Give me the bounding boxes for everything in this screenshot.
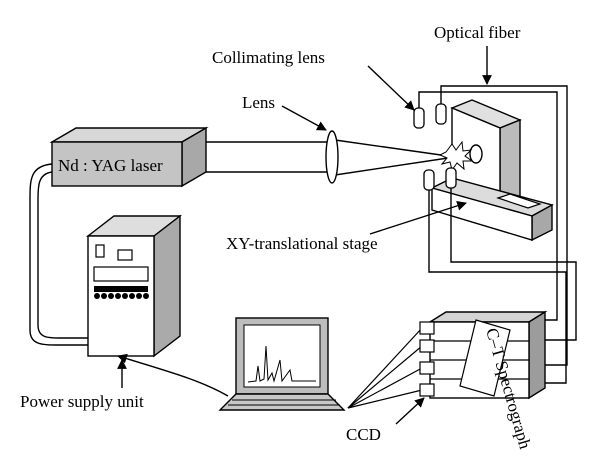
lens-label: Lens <box>242 93 275 112</box>
power-supply-cabinet-icon <box>85 214 183 358</box>
collimating-lens-label: Collimating lens <box>212 48 325 67</box>
laser-beam <box>206 139 449 176</box>
laser-power-cable-inner <box>37 171 88 339</box>
laser-label: Nd : YAG laser <box>58 156 163 175</box>
laser-power-cable <box>29 163 88 346</box>
collimating-lens-arrow <box>367 65 415 111</box>
optical-fiber-label: Optical fiber <box>434 23 521 42</box>
power-supply-label: Power supply unit <box>20 392 144 411</box>
convex-lens-icon <box>325 130 339 184</box>
laptop-spectrum-icon <box>218 317 346 411</box>
laser-box-icon <box>49 126 209 188</box>
ccd-label: CCD <box>346 425 381 444</box>
xy-stage-icon <box>430 177 554 242</box>
stage-arrow <box>369 201 467 235</box>
laptop-power-link <box>117 353 229 397</box>
ccd-detector-icon <box>419 321 435 397</box>
optical-fiber-lines <box>418 85 577 384</box>
lens-arrow <box>281 105 327 131</box>
plasma-spark-icon <box>438 140 474 172</box>
ccd-arrow <box>395 397 425 425</box>
ccd-data-cables <box>347 327 423 409</box>
stage-label: XY-translational stage <box>226 234 378 253</box>
spectrograph-icon <box>427 310 548 400</box>
